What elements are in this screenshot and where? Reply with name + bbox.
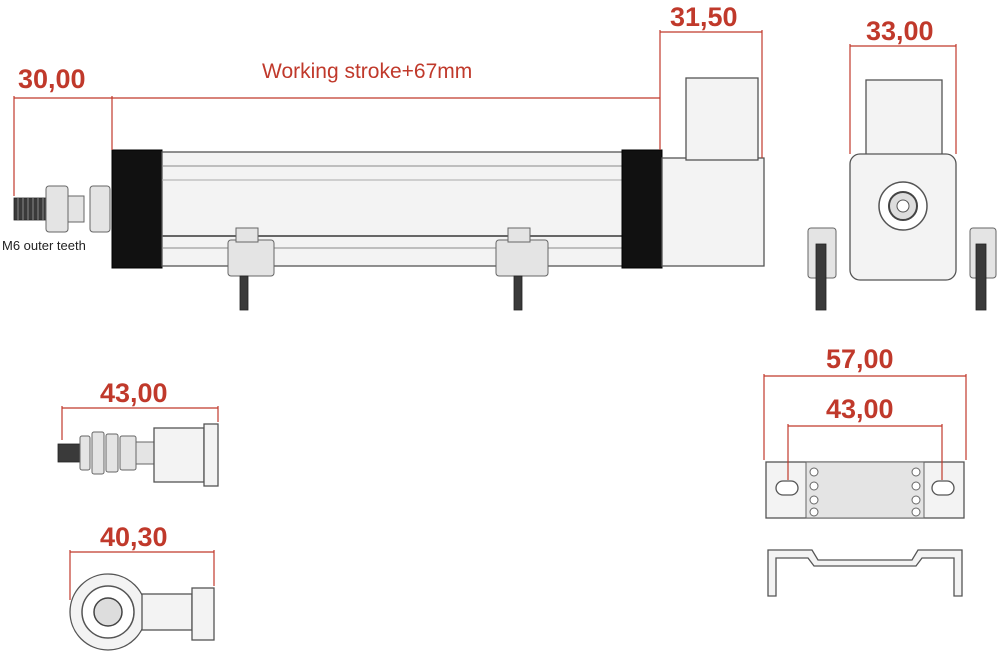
end-cap-right xyxy=(621,149,663,269)
hex-nut xyxy=(45,185,69,233)
dim-stroke: Working stroke+67mm xyxy=(262,60,472,83)
actuator-end-view: 33,00 xyxy=(807,16,997,311)
dim-bracket-outer: 57,00 xyxy=(826,344,894,374)
bracket-profile xyxy=(767,549,963,597)
rod-nut xyxy=(89,185,111,233)
bracket-slot-right xyxy=(931,480,955,496)
end-view-tab xyxy=(865,79,943,161)
slider-right xyxy=(495,227,549,311)
dim-rod-end: 30,00 xyxy=(18,64,86,94)
dim-clevis-length: 43,00 xyxy=(100,378,168,408)
dim-side-width: 33,00 xyxy=(866,16,934,46)
dim-eye-length: 40,30 xyxy=(100,522,168,552)
dim-bracket-holes: 43,00 xyxy=(826,394,894,424)
rod-sleeve xyxy=(67,195,85,223)
clevis-body xyxy=(153,427,205,483)
actuator-side-view: M6 outer teeth 30,00 Working stroke+67mm… xyxy=(2,2,765,311)
thread-label: M6 outer teeth xyxy=(2,238,86,253)
mounting-bracket: 57,00 43,00 xyxy=(763,344,967,597)
bracket-slot-left xyxy=(775,480,799,496)
connector-tab xyxy=(685,77,759,161)
end-block xyxy=(661,157,765,267)
clevis-rod-end: 43,00 xyxy=(57,378,219,487)
end-cap-left xyxy=(111,149,163,269)
slider-left xyxy=(227,227,275,311)
dim-end-block: 31,50 xyxy=(670,2,738,32)
eye-rod-end: 40,30 xyxy=(69,522,215,651)
